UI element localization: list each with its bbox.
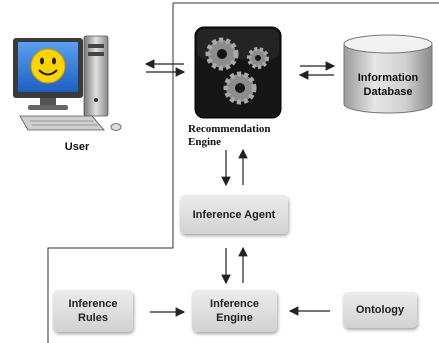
gears-icon <box>194 26 282 119</box>
information-database-label-line1: Information <box>357 72 419 84</box>
computer-with-smiley-icon <box>13 35 122 131</box>
recommendation-engine-label-line2: Engine <box>188 136 222 148</box>
inference-agent-box: Inference Agent <box>180 195 288 234</box>
information-database-label: Information Database <box>344 71 432 99</box>
inference-agent-label: Inference Agent <box>192 208 276 221</box>
inference-rules-box: Inference Rules <box>53 290 133 332</box>
user-label: User <box>64 141 90 153</box>
inference-rules-label-line2: Rules <box>78 312 108 324</box>
recommendation-engine-label: Recommendation Engine <box>188 123 288 149</box>
inference-engine-box: Inference Engine <box>192 290 277 332</box>
information-database-label-line2: Database <box>363 86 413 98</box>
ontology-box: Ontology <box>343 292 417 328</box>
system-boundary-line-left <box>47 3 174 343</box>
inference-engine-label-line2: Engine <box>216 312 253 324</box>
ontology-label: Ontology <box>355 304 405 316</box>
inference-rules-label-line1: Inference <box>68 298 118 310</box>
database-cylinder-icon <box>343 34 433 114</box>
inference-engine-label-line1: Inference <box>210 298 259 310</box>
recommendation-engine-label-line1: Recommendation <box>188 123 271 135</box>
